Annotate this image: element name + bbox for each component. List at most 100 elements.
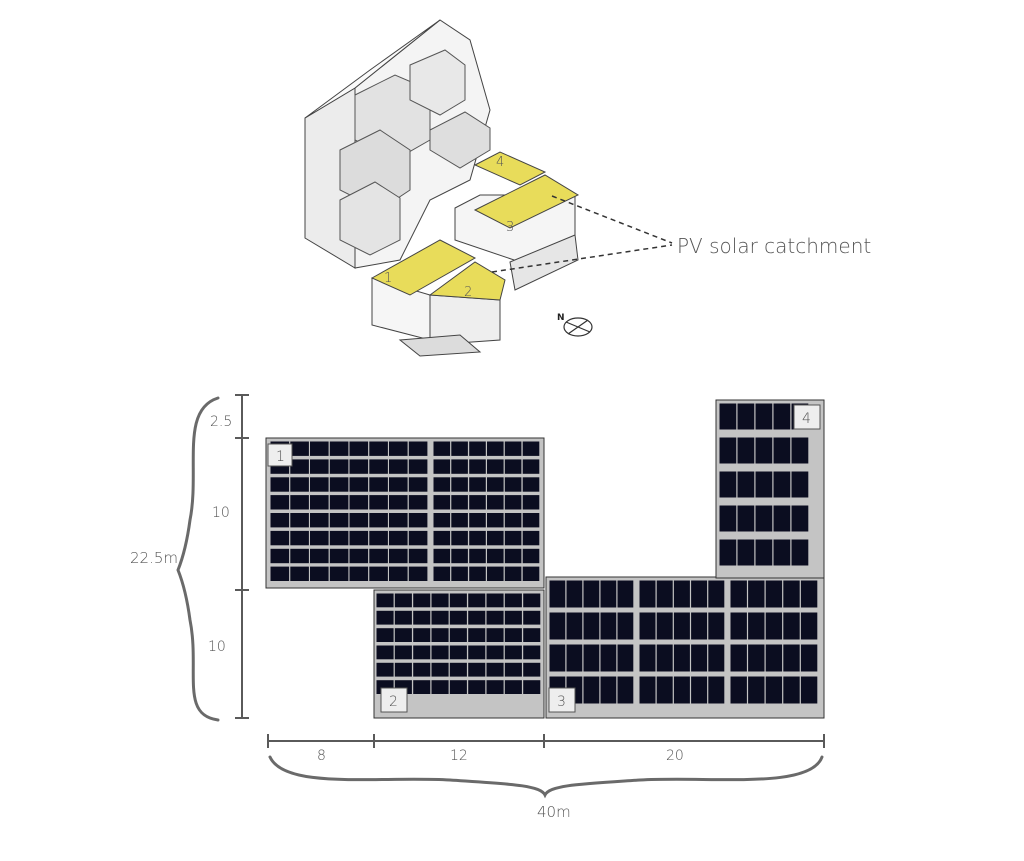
pv-panel <box>486 610 504 625</box>
pv-panel <box>791 539 809 566</box>
pv-panel <box>376 610 394 625</box>
pv-panel <box>413 645 431 660</box>
pv-panel <box>691 644 708 672</box>
pv-panel <box>310 495 329 510</box>
pv-panel <box>290 441 309 456</box>
pv-panel <box>523 593 541 608</box>
pv-panel <box>583 612 600 640</box>
pv-panel <box>673 676 690 704</box>
pv-panel <box>349 513 369 528</box>
pv-panel <box>549 612 566 640</box>
pv-panel <box>656 612 673 640</box>
pv-panel <box>719 437 737 464</box>
pv-panel <box>691 676 708 704</box>
dim-total-horizontal: 40m <box>537 803 571 821</box>
pv-panel <box>408 566 428 581</box>
pv-panel <box>487 548 504 564</box>
north-label: N <box>557 313 565 323</box>
pv-panel <box>290 477 309 492</box>
pv-panel <box>394 628 412 642</box>
pv-panel <box>522 459 540 474</box>
pv-panel <box>783 676 800 704</box>
pv-panel <box>523 628 541 642</box>
pv-panel <box>639 612 656 640</box>
pv-panel <box>431 680 449 694</box>
pv-panel <box>449 610 467 625</box>
pv-panel <box>376 645 394 660</box>
horizontal-dimension: 8 12 20 40m <box>267 734 825 821</box>
pv-panel <box>290 513 309 528</box>
pv-panel <box>433 495 451 510</box>
dim-10-lower: 10 <box>208 639 226 655</box>
pv-panel <box>413 680 431 694</box>
pv-panel <box>522 495 540 510</box>
dim-total-vertical: 22.5m <box>130 549 178 567</box>
pv-panel <box>783 644 800 672</box>
pv-panel <box>310 566 329 581</box>
pv-panel <box>487 566 504 581</box>
pv-panel <box>408 513 428 528</box>
pv-panel <box>394 610 412 625</box>
pv-panel <box>656 644 673 672</box>
pv-panel <box>755 505 773 532</box>
callout-leader <box>491 244 673 273</box>
pv-panel <box>600 676 617 704</box>
pv-panel <box>748 612 765 640</box>
pv-panel <box>504 548 522 564</box>
pv-panel <box>486 662 504 677</box>
pv-panel <box>329 566 349 581</box>
pv-panel <box>719 403 737 430</box>
pv-panel <box>349 566 369 581</box>
pv-panel <box>791 505 809 532</box>
pv-panel <box>504 513 522 528</box>
pv-panel <box>566 644 583 672</box>
pv-panel <box>389 566 408 581</box>
pv-panel <box>504 593 522 608</box>
pv-panel <box>800 612 818 640</box>
pv-panel <box>549 580 566 608</box>
pv-panel <box>408 548 428 564</box>
pv-panel <box>389 513 408 528</box>
pv-panel <box>310 477 329 492</box>
pv-panel <box>773 471 791 498</box>
pv-panel <box>451 566 468 581</box>
pv-panel <box>329 459 349 474</box>
pv-panel <box>486 680 504 694</box>
pv-panel <box>270 548 290 564</box>
pv-panel <box>369 530 388 546</box>
pv-panel <box>433 548 451 564</box>
pv-panel <box>290 495 309 510</box>
block-3-roof <box>473 174 580 229</box>
pv-panel <box>691 580 708 608</box>
pv-panel <box>329 513 349 528</box>
pv-panel <box>369 459 388 474</box>
pv-panel <box>755 403 773 430</box>
pv-panel <box>487 513 504 528</box>
pv-panel <box>469 530 486 546</box>
pv-panel <box>522 477 540 492</box>
pv-panel <box>433 566 451 581</box>
pv-panel <box>737 471 755 498</box>
pv-panel <box>310 459 329 474</box>
pv-panel <box>600 644 617 672</box>
pv-panel <box>290 566 309 581</box>
pv-panel <box>369 441 388 456</box>
pv-panel <box>504 459 522 474</box>
pv-panel <box>270 530 290 546</box>
pv-panel-array <box>270 403 818 704</box>
pv-panel <box>765 676 783 704</box>
pv-panel <box>433 477 451 492</box>
pv-panel <box>310 513 329 528</box>
pv-panel <box>451 441 468 456</box>
pv-panel <box>451 459 468 474</box>
pv-panel <box>413 610 431 625</box>
pv-panel <box>639 580 656 608</box>
pv-panel <box>639 676 656 704</box>
pv-panel <box>451 548 468 564</box>
pv-panel <box>583 676 600 704</box>
pv-panel <box>522 530 540 546</box>
pv-panel <box>765 612 783 640</box>
pv-panel <box>719 505 737 532</box>
pv-panel <box>773 539 791 566</box>
pv-panel <box>504 530 522 546</box>
